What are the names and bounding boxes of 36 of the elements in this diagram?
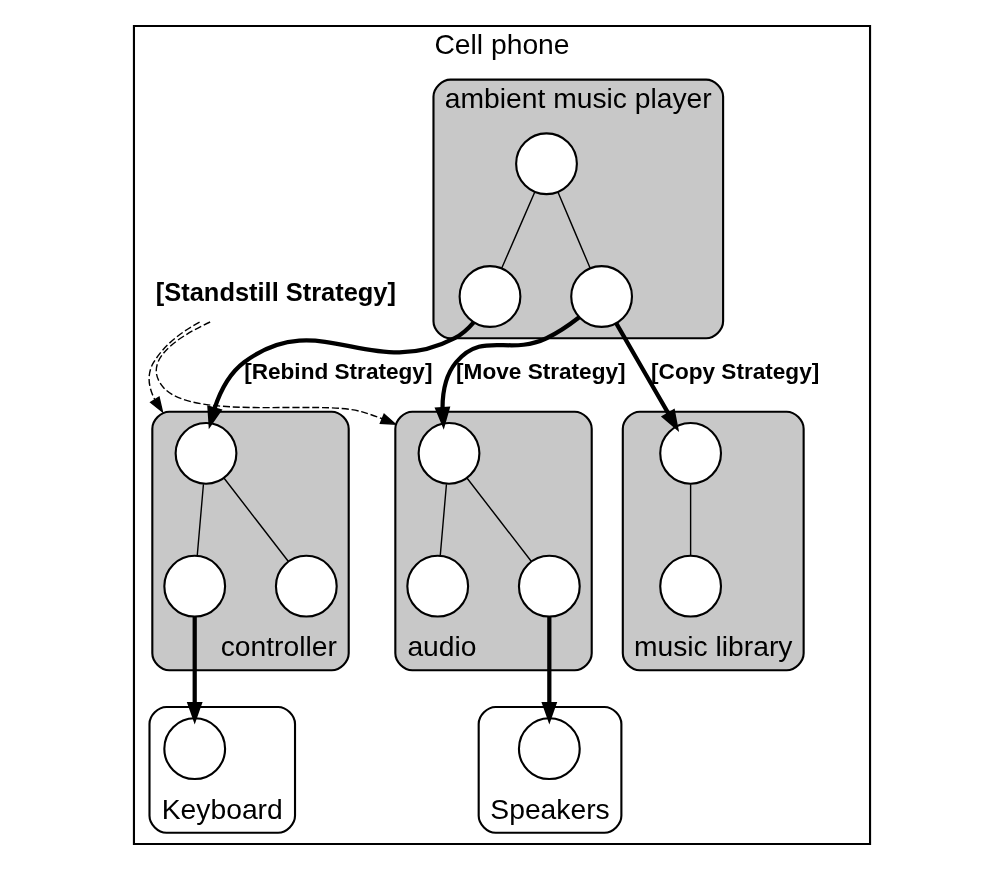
node-circle <box>458 264 522 328</box>
edge-label: [Rebind Strategy] <box>244 358 433 384</box>
cluster: ambient music player <box>432 78 725 339</box>
node-circle <box>163 716 227 780</box>
node-circle <box>417 421 481 485</box>
cluster: controller <box>151 410 350 671</box>
arrow <box>155 320 398 425</box>
node-circle <box>659 554 723 618</box>
arrow <box>148 321 201 413</box>
connector <box>689 483 692 556</box>
edge-label: [Move Strategy] <box>456 358 626 384</box>
connector <box>196 483 205 557</box>
node-circle <box>406 554 470 618</box>
connector <box>466 476 532 562</box>
connector <box>223 476 289 562</box>
node-circle <box>517 716 581 780</box>
arrow <box>434 315 581 430</box>
edge-label: [Copy Strategy] <box>651 358 820 384</box>
node-text: [Standstill Strategy] <box>155 277 396 306</box>
cluster: Keyboard <box>148 705 297 834</box>
arrow <box>541 616 558 725</box>
connector <box>557 190 591 269</box>
node-circle <box>659 421 723 485</box>
node-circle <box>570 264 634 328</box>
node-circle <box>274 554 338 618</box>
arrow <box>186 616 203 725</box>
arrow <box>207 320 476 429</box>
node-circle <box>174 421 238 485</box>
cluster: Speakers <box>477 705 623 834</box>
cluster: audio <box>394 410 593 671</box>
node-circle <box>517 554 581 618</box>
connector <box>439 483 448 557</box>
node-circle <box>515 131 578 195</box>
cluster: music library <box>621 410 805 671</box>
node-circle <box>163 554 227 618</box>
connector <box>501 190 536 269</box>
